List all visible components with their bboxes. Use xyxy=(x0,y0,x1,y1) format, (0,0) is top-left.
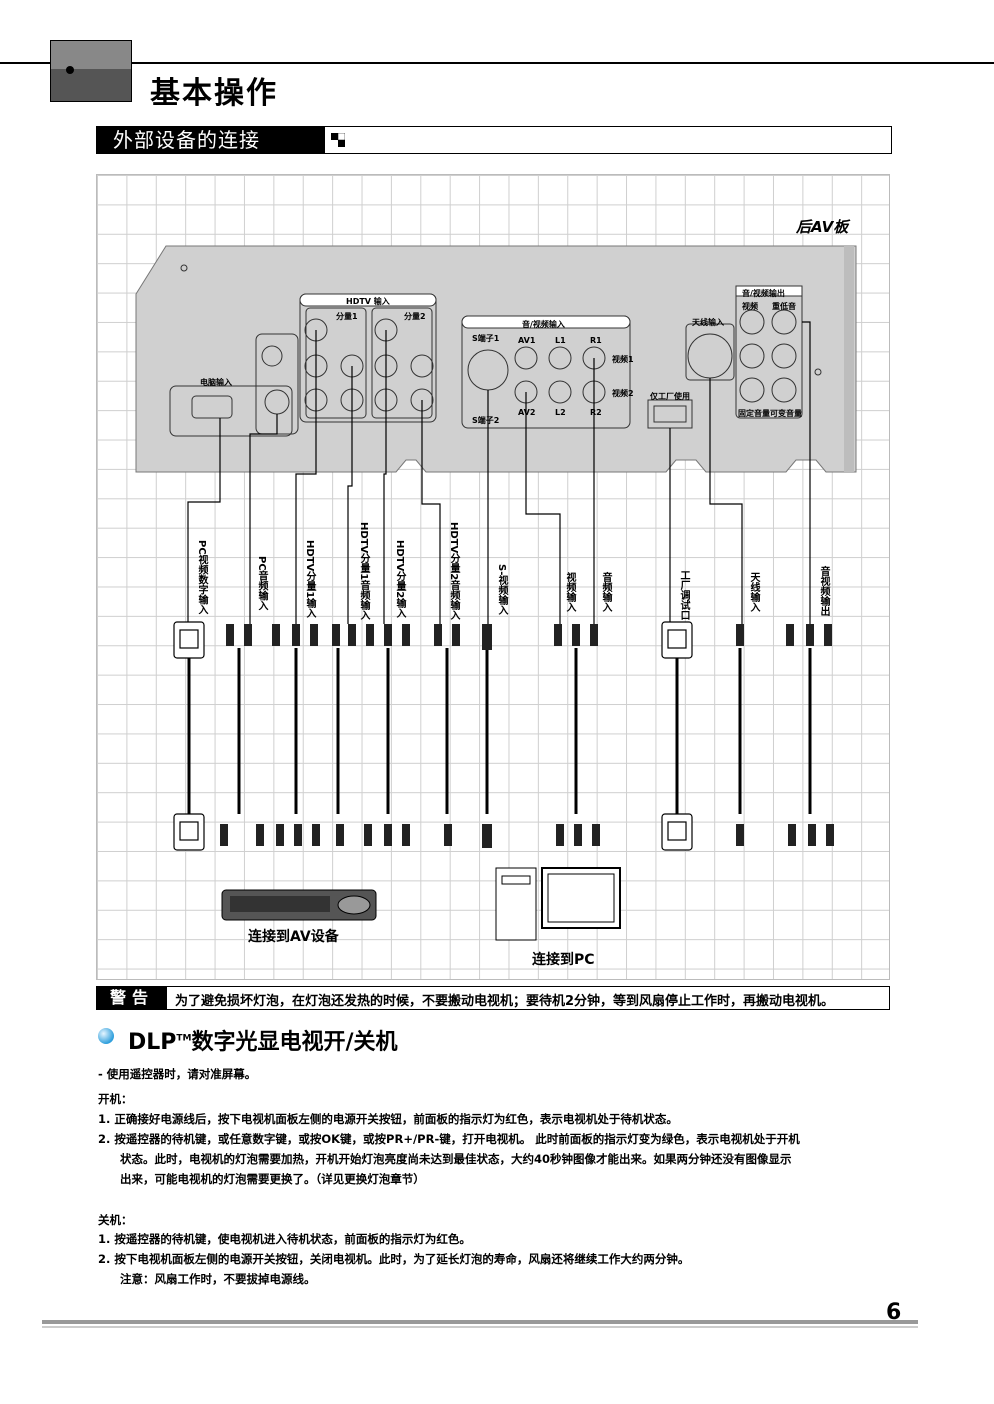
page-title: 基本操作 xyxy=(150,76,278,111)
cable-label-av-out: 音视频输出 xyxy=(818,566,829,616)
warning-tag: 警告 xyxy=(97,987,167,1009)
vcr-device xyxy=(221,889,377,921)
power-on-step-1: 1. 正确接好电源线后，按下电视机面板左侧的电源开关按钮，前面板的指示灯为红色，… xyxy=(98,1112,678,1126)
footer-rule xyxy=(42,1320,918,1324)
label-pc-input: 电脑输入 xyxy=(200,378,232,387)
dlp-title: DLPTM数字光显电视开/关机 xyxy=(128,1030,398,1055)
label-r2: R2 xyxy=(590,408,602,417)
power-on-step-2: 2. 按遥控器的待机键，或任意数字键，或按OK键，或按PR+/PR-键，打开电视… xyxy=(98,1132,800,1146)
label-var-audio: 可变音量 xyxy=(770,409,802,418)
label-r1: R1 xyxy=(590,336,602,345)
caption-pc: 连接到PC xyxy=(532,952,595,968)
label-bass: 重低音 xyxy=(772,302,796,311)
power-off-note: 注意：风扇工作时，不要拔掉电源线。 xyxy=(120,1272,316,1286)
label-comp1: 分量1 xyxy=(336,312,358,321)
label-fixed-audio: 固定音量 xyxy=(738,409,770,418)
warning-box: 警告 为了避免损坏灯泡，在灯泡还发热的时候，不要搬动电视机；要待机2分钟，等到风… xyxy=(96,986,890,1010)
power-on-heading: 开机： xyxy=(98,1092,133,1106)
cable-label-pc-video: PC视频数字输入 xyxy=(196,540,207,615)
power-on-step-2-end: 出来，可能电视机的灯泡需要更换了。（详见更换灯泡章节） xyxy=(120,1172,425,1186)
footer-rule-secondary xyxy=(42,1326,918,1328)
cable-label-video-in: 视频输入 xyxy=(564,572,575,612)
cable-label-hdtv1-audio: HDTV分量1音频输入 xyxy=(358,522,369,621)
label-hdtv-input: HDTV 输入 xyxy=(346,297,390,306)
label-comp2: 分量2 xyxy=(404,312,426,321)
label-l2: L2 xyxy=(555,408,566,417)
cable-label-antenna: 天线输入 xyxy=(748,572,759,612)
cable-label-hdtv2-audio: HDTV分量2音频输入 xyxy=(448,522,459,621)
label-factory: 仅工厂使用 xyxy=(650,392,690,401)
bullet-icon xyxy=(98,1028,114,1044)
cable-label-svideo: S-视频输入 xyxy=(496,564,507,616)
power-off-heading: 关机： xyxy=(98,1213,133,1227)
panel-title: 后AV板 xyxy=(796,218,849,236)
label-s1: S端子1 xyxy=(472,334,500,343)
dlp-note: - 使用遥控器时，请对准屏幕。 xyxy=(98,1067,257,1081)
label-s2: S端子2 xyxy=(472,416,500,425)
label-video1: 视频1 xyxy=(612,355,634,364)
header-tab-graphic xyxy=(50,40,132,102)
cable-label-audio-in: 音频输入 xyxy=(600,572,611,612)
power-off-step-2: 2. 按下电视机面板左侧的电源开关按钮，关闭电视机。此时，为了延长灯泡的寿命，风… xyxy=(98,1252,690,1266)
label-av-input: 音/视频输入 xyxy=(522,320,565,329)
label-video: 视频 xyxy=(742,302,758,311)
power-on-step-2-cont: 状态。此时，电视机的灯泡需要加热，开机开始灯泡亮度尚未达到最佳状态，大约40秒钟… xyxy=(120,1152,792,1166)
label-antenna: 天线输入 xyxy=(692,318,724,327)
power-off-step-1: 1. 按遥控器的待机键，使电视机进入待机状态，前面板的指示灯为红色。 xyxy=(98,1232,471,1246)
label-video2: 视频2 xyxy=(612,389,634,398)
caption-av-device: 连接到AV设备 xyxy=(248,929,339,945)
page-number: 6 xyxy=(886,1300,902,1325)
warning-text: 为了避免损坏灯泡，在灯泡还发热的时候，不要搬动电视机；要待机2分钟，等到风扇停止… xyxy=(175,994,835,1009)
cable-label-hdtv2: HDTV分量2输入 xyxy=(394,540,405,619)
section-header: 外部设备的连接 xyxy=(96,126,892,154)
cable-label-hdtv1: HDTV分量1输入 xyxy=(304,540,315,619)
label-l1: L1 xyxy=(555,336,566,345)
label-av1: AV1 xyxy=(518,336,536,345)
pc-device xyxy=(495,867,621,941)
cable-label-pc-audio: PC音频输入 xyxy=(256,556,267,611)
header-dot xyxy=(66,66,74,74)
back-panel-diagram xyxy=(135,245,857,941)
label-av2: AV2 xyxy=(518,408,536,417)
label-av-out: 音/视频输出 xyxy=(742,289,785,298)
cable-label-factory: 工厂调试口 xyxy=(678,570,689,620)
section-title: 外部设备的连接 xyxy=(97,127,325,153)
checker-icon xyxy=(331,133,345,147)
header-rule xyxy=(0,62,994,64)
